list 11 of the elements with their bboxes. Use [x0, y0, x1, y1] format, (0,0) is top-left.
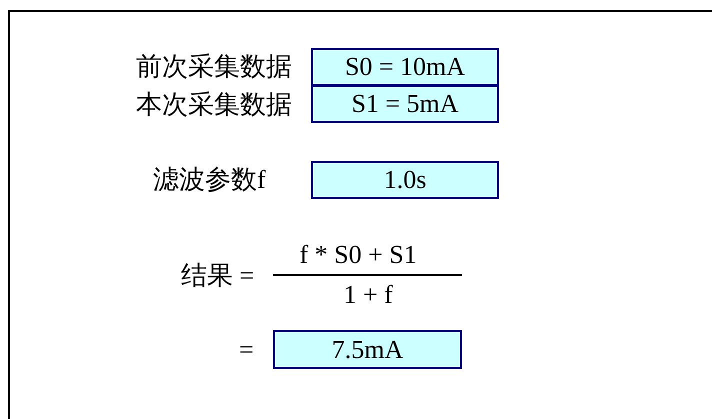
row-label: 本次采集数据: [136, 90, 292, 120]
formula-label: 结果 =: [181, 261, 254, 291]
denominator: 1 + f: [344, 280, 393, 310]
value-box: S1 = 5mA: [311, 85, 499, 123]
equals-sign: =: [239, 335, 254, 365]
numerator: f * S0 + S1: [300, 240, 417, 270]
row-label: 滤波参数f: [153, 165, 266, 195]
value-box: S0 = 10mA: [311, 48, 499, 86]
value-box: 1.0s: [311, 161, 499, 199]
value-box: 7.5mA: [273, 330, 462, 369]
row-label: 前次采集数据: [136, 52, 292, 82]
